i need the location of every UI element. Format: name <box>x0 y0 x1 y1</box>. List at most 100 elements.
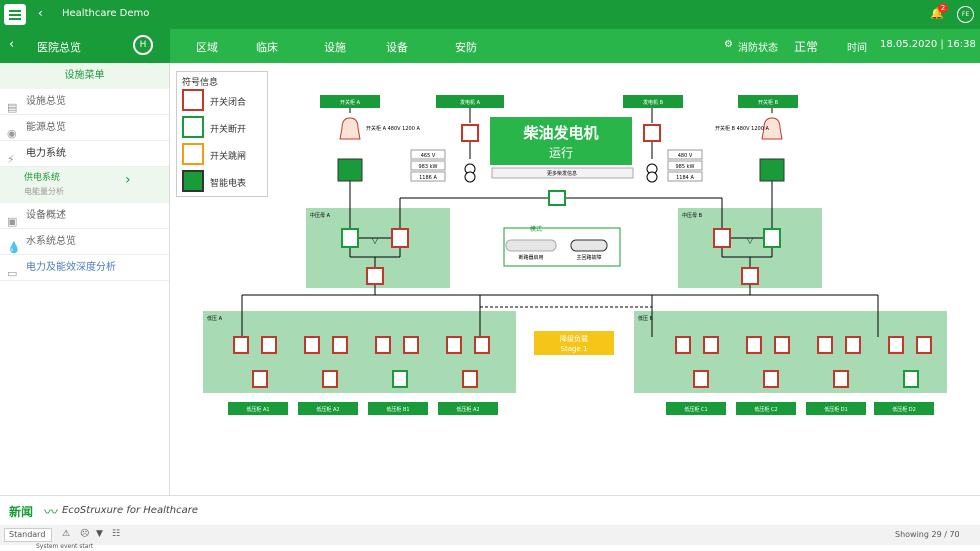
switch[interactable] <box>322 370 338 388</box>
switch[interactable] <box>746 336 762 354</box>
sidebar-subitem-supply[interactable]: 供电系统 电能量分析 › <box>0 167 169 203</box>
single-line-diagram: 中压母 A 中压母 B 低压 A 低压 B 开关柜 A 发电 <box>203 95 947 415</box>
switch[interactable] <box>252 370 268 388</box>
generator-more-button[interactable] <box>491 167 634 179</box>
panel-b-switches <box>675 336 932 388</box>
avatar[interactable]: FE <box>957 6 974 23</box>
tab-security[interactable]: 安防 <box>455 41 477 54</box>
switch[interactable] <box>304 336 320 354</box>
switch[interactable] <box>233 336 249 354</box>
time-label: 时间 <box>847 43 867 54</box>
switch[interactable] <box>817 336 833 354</box>
incomer-b[interactable] <box>738 95 798 108</box>
feeder[interactable] <box>874 402 934 415</box>
svg-text:低压柜 D1: 低压柜 D1 <box>824 406 848 413</box>
feeder[interactable] <box>736 402 796 415</box>
switch-gen-b-closed[interactable] <box>643 124 661 142</box>
switch-bus-a-out[interactable] <box>366 267 384 285</box>
feeder[interactable] <box>438 402 498 415</box>
incomer-a-label: 开关柜 A <box>340 99 361 106</box>
tab-equipment[interactable]: 设备 <box>386 41 408 54</box>
news-link[interactable]: 新闻 <box>9 505 34 519</box>
sidebar-item-label: 设备概述 <box>26 210 66 221</box>
warning-icon[interactable]: ⚠ <box>62 529 71 539</box>
feeder[interactable] <box>298 402 358 415</box>
feeder[interactable] <box>368 402 428 415</box>
switch[interactable] <box>332 336 348 354</box>
switch[interactable] <box>403 336 419 354</box>
switch-bus-b-out[interactable] <box>741 267 759 285</box>
switch-bus-a-closed[interactable] <box>391 228 409 248</box>
switch[interactable] <box>833 370 849 388</box>
legend-item-meter: 智能电表 <box>182 170 268 194</box>
subitem-mini: 电能量分析 <box>24 187 64 196</box>
switch[interactable] <box>462 370 478 388</box>
breaker-b-spec: 开关柜 B 480V 1200 A <box>715 125 769 132</box>
switch[interactable] <box>375 336 391 354</box>
switch[interactable] <box>763 370 779 388</box>
mode-toggle-right[interactable] <box>570 239 608 252</box>
breaker-a-spec: 开关柜 A 480V 1200 A <box>366 125 420 132</box>
tab-clinical[interactable]: 临床 <box>256 41 278 54</box>
event-row[interactable]: System event start <box>0 543 980 551</box>
switch-gen-a-closed[interactable] <box>461 124 479 142</box>
event-row-text: System event start <box>36 543 94 550</box>
switch[interactable] <box>845 336 861 354</box>
panel-a-switches <box>233 336 490 388</box>
columns-icon[interactable]: ☷ <box>112 529 121 539</box>
sidebar-item-energy[interactable]: ◉ 能源总览 <box>0 115 169 141</box>
switch[interactable] <box>392 370 408 388</box>
mode-toggle-left[interactable] <box>505 239 557 252</box>
analysis-icon: ▭ <box>7 267 18 280</box>
switch-bus-a-open[interactable] <box>341 228 359 248</box>
generator-b[interactable] <box>623 95 683 108</box>
back-chevron-icon[interactable]: ‹ <box>9 37 15 52</box>
switch-bus-b-closed[interactable] <box>713 228 731 248</box>
switch[interactable] <box>261 336 277 354</box>
meter-a[interactable] <box>337 158 363 182</box>
menu-icon[interactable] <box>4 4 26 25</box>
back-icon[interactable]: ‹ <box>38 6 43 20</box>
switch[interactable] <box>693 370 709 388</box>
switch[interactable] <box>675 336 691 354</box>
alert-icon[interactable]: ☹ <box>80 529 90 539</box>
sidebar-item-label: 电力系统 <box>26 148 66 159</box>
incomer-a[interactable] <box>320 95 380 108</box>
tab-zone[interactable]: 区域 <box>196 41 218 54</box>
breaker-b-icon[interactable] <box>761 117 783 140</box>
switch[interactable] <box>703 336 719 354</box>
load-shed-box[interactable] <box>534 331 614 355</box>
switch[interactable] <box>916 336 932 354</box>
feeder[interactable] <box>228 402 288 415</box>
sidebar-item-power[interactable]: ⚡ 电力系统 <box>0 141 169 167</box>
event-toolbar: Standard ⚠ ☹ ▼ ☷ Showing 29 / 70 <box>0 525 980 545</box>
tab-facility[interactable]: 设施 <box>324 41 346 54</box>
svg-text:低压柜 A1: 低压柜 A1 <box>246 406 269 413</box>
sidebar-item-water[interactable]: 💧 水系统总览 <box>0 229 169 255</box>
sidebar-item-devices[interactable]: ▣ 设备概述 <box>0 203 169 229</box>
sidebar-item-analysis[interactable]: ▭ 电力及能效深度分析 <box>0 255 169 281</box>
feeder[interactable] <box>806 402 866 415</box>
switch[interactable] <box>903 370 919 388</box>
svg-text:低压柜 B1: 低压柜 B1 <box>386 406 409 413</box>
svg-text:低压柜 D2: 低压柜 D2 <box>892 406 916 413</box>
hospital-logo-icon: H <box>133 35 153 55</box>
meter-b[interactable] <box>759 158 785 182</box>
switch[interactable] <box>474 336 490 354</box>
switch-bus-b-open[interactable] <box>763 228 781 248</box>
generator-box[interactable] <box>490 117 632 165</box>
switch[interactable] <box>888 336 904 354</box>
generator-a[interactable] <box>436 95 504 108</box>
switch-closed-icon <box>182 89 204 111</box>
switch[interactable] <box>446 336 462 354</box>
switch[interactable] <box>774 336 790 354</box>
sidebar-item-facility[interactable]: ▤ 设施总览 <box>0 89 169 115</box>
feeder[interactable] <box>666 402 726 415</box>
filter-icon[interactable]: ▼ <box>96 529 103 539</box>
svg-text:低压柜 A2: 低压柜 A2 <box>456 406 479 413</box>
tie-switch-open[interactable] <box>548 190 566 206</box>
bus-b-label: 中压母 B <box>682 212 703 219</box>
view-select[interactable]: Standard <box>4 528 52 542</box>
svg-text:低压柜 C1: 低压柜 C1 <box>684 406 707 413</box>
breaker-a-icon[interactable] <box>339 117 361 140</box>
